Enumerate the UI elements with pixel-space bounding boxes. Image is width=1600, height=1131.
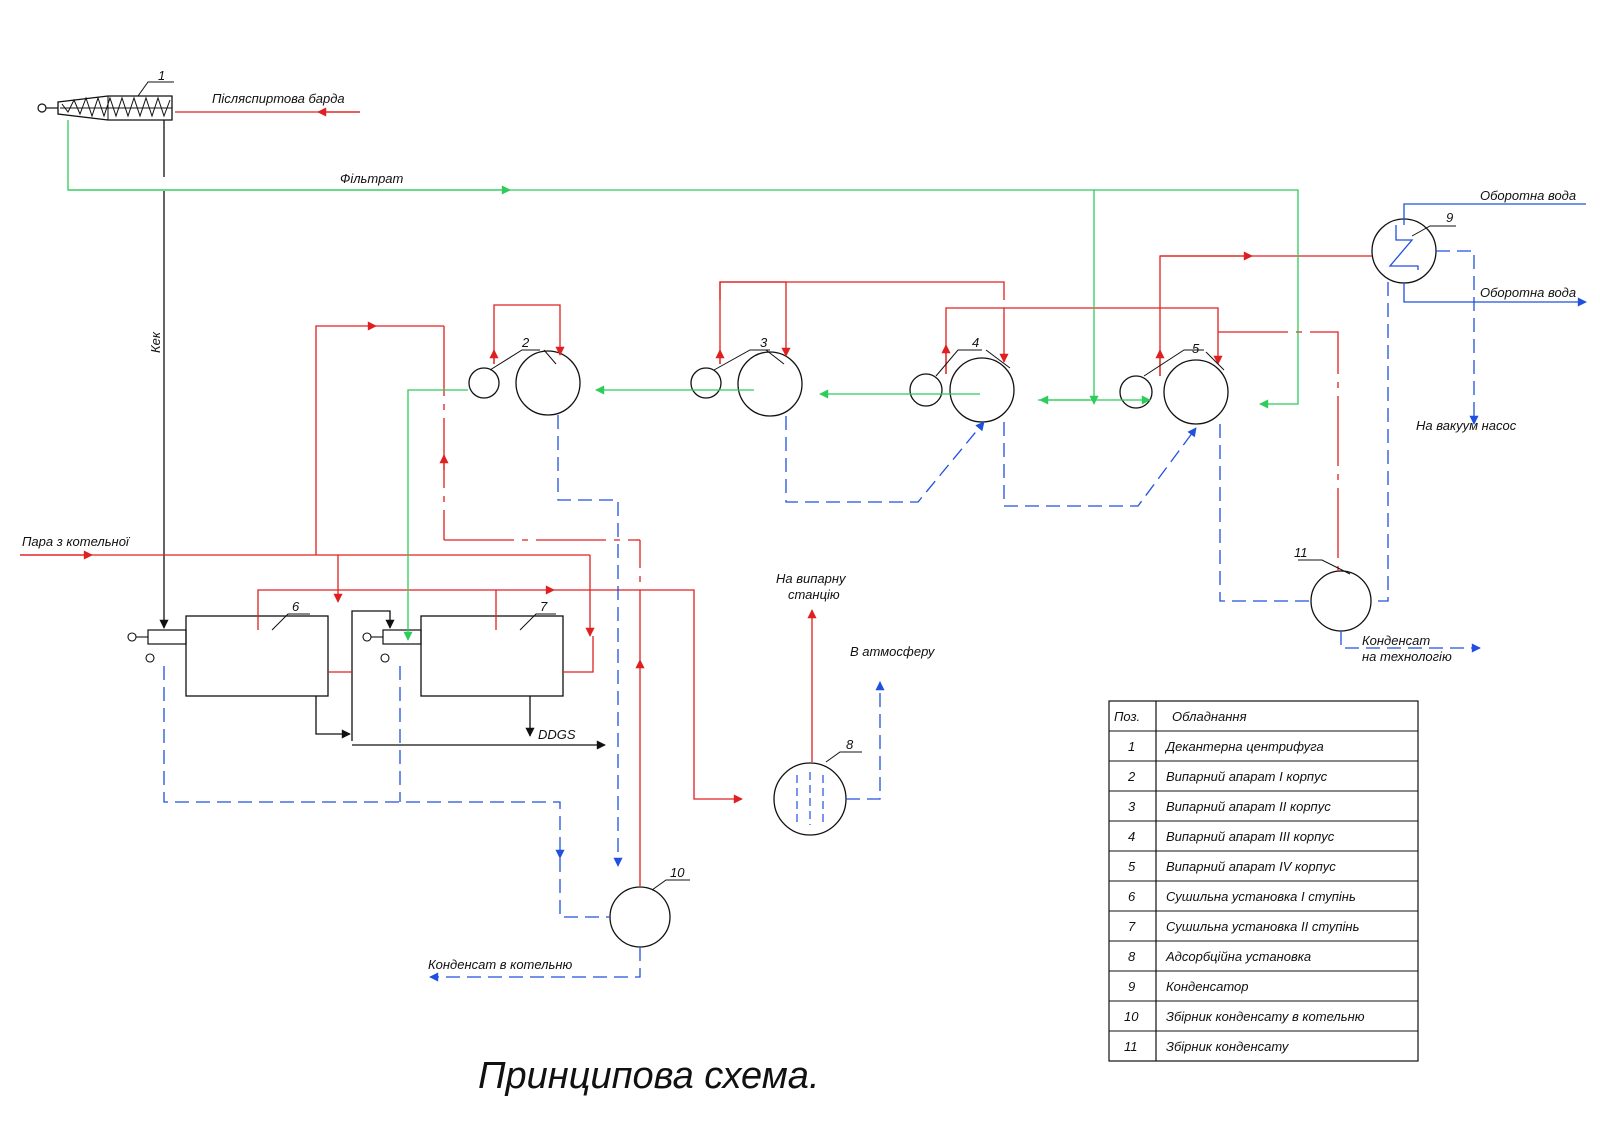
adsorption-unit xyxy=(773,762,847,836)
legend-row-name: Випарний апарат I корпус xyxy=(1166,769,1328,784)
position-number: 4 xyxy=(972,335,979,350)
condensate-lines xyxy=(163,250,1481,982)
evaporator-1 xyxy=(468,350,581,416)
flow-labels: Післяспиртова барда Фільтрат Кек Пара з … xyxy=(22,91,1576,972)
position-number: 11 xyxy=(1294,545,1308,560)
legend-row-name: Випарний апарат IV корпус xyxy=(1166,859,1336,874)
condenser xyxy=(1371,218,1437,284)
condensate-technology-label: на технологію xyxy=(1362,649,1452,664)
legend-row-name: Сушильна установка I ступінь xyxy=(1166,889,1356,904)
cooling-water-in-label: Оборотна вода xyxy=(1480,188,1576,203)
cooling-water-out-label: Оборотна вода xyxy=(1480,285,1576,300)
legend-header-pos: Поз. xyxy=(1114,709,1140,724)
to-evaporation-station-label: На випарну xyxy=(776,571,847,586)
position-number: 2 xyxy=(521,335,530,350)
position-number: 9 xyxy=(1446,210,1453,225)
legend-row-pos: 3 xyxy=(1128,799,1136,814)
legend-row-pos: 1 xyxy=(1128,739,1135,754)
legend-row-pos: 6 xyxy=(1128,889,1136,904)
cooling-water-lines xyxy=(1403,203,1587,307)
to-evaporation-station-label: станцію xyxy=(788,587,840,602)
diagram-caption: Принципова схема. xyxy=(478,1055,820,1097)
legend-row-name: Декантерна центрифуга xyxy=(1164,739,1324,754)
vacuum-pump-label: На вакуум насос xyxy=(1416,418,1517,433)
ddgs-label: DDGS xyxy=(538,727,576,742)
position-number: 8 xyxy=(846,737,854,752)
position-number: 5 xyxy=(1192,341,1200,356)
legend-header-equipment: Обладнання xyxy=(1172,709,1247,724)
position-number: 10 xyxy=(670,865,685,880)
dryer-stage-2 xyxy=(362,615,564,697)
decanter-centrifuge xyxy=(37,95,173,121)
position-leaders xyxy=(137,81,1456,891)
legend-row-name: Збірник конденсату в котельню xyxy=(1166,1009,1365,1024)
condensate-collector xyxy=(1310,570,1372,632)
legend-row-pos: 11 xyxy=(1124,1039,1138,1054)
evaporator-4 xyxy=(1119,359,1229,425)
condensate-technology-label: Конденсат xyxy=(1362,633,1430,648)
position-number: 6 xyxy=(292,599,300,614)
dryer-stage-1 xyxy=(127,615,329,697)
filtrate-lines xyxy=(67,120,1299,641)
cake-label: Кек xyxy=(148,331,163,353)
legend-row-name: Сушильна установка II ступінь xyxy=(1166,919,1360,934)
legend-row-pos: 4 xyxy=(1128,829,1135,844)
filtrate-label: Фільтрат xyxy=(340,171,404,186)
legend-row-pos: 7 xyxy=(1128,919,1136,934)
to-atmosphere-label: В атмосферу xyxy=(850,644,936,659)
position-numbers: 1 2 3 4 5 6 7 8 9 10 11 xyxy=(158,68,1453,880)
legend-row-pos: 9 xyxy=(1128,979,1135,994)
position-number: 3 xyxy=(760,335,768,350)
evaporator-3 xyxy=(909,357,1015,423)
position-number: 1 xyxy=(158,68,165,83)
solid-product-lines xyxy=(159,120,606,750)
steam-lines xyxy=(20,107,1372,886)
legend-row-name: Адсорбційна установка xyxy=(1165,949,1311,964)
steam-label: Пара з котельної xyxy=(22,534,131,549)
legend-row-name: Збірник конденсату xyxy=(1166,1039,1290,1054)
vinasse-label: Післяспиртова барда xyxy=(212,91,345,106)
legend-row-pos: 5 xyxy=(1128,859,1136,874)
legend-row-pos: 8 xyxy=(1128,949,1136,964)
condensate-boiler-label: Конденсат в котельню xyxy=(428,957,573,972)
position-number: 7 xyxy=(540,599,548,614)
legend-row-name: Конденсатор xyxy=(1166,979,1249,994)
legend-row-name: Випарний апарат III корпус xyxy=(1166,829,1335,844)
legend-row-pos: 2 xyxy=(1127,769,1136,784)
legend-row-name: Випарний апарат II корпус xyxy=(1166,799,1331,814)
evaporator-2 xyxy=(690,351,803,417)
legend-row-pos: 10 xyxy=(1124,1009,1139,1024)
condensate-collector-boiler xyxy=(609,886,671,948)
